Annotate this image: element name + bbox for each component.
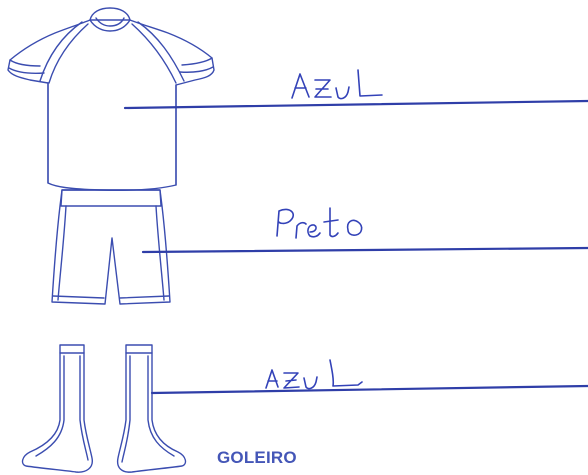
- shorts-color-line: [141, 246, 588, 254]
- socks-icon: [21, 344, 187, 473]
- socks-color-line: [150, 384, 588, 395]
- socks-color-handwriting: [265, 359, 363, 390]
- shirt-icon: [7, 7, 215, 191]
- shirt-color-line: [123, 99, 588, 110]
- shorts-icon: [51, 189, 171, 305]
- shorts-color-handwriting: [276, 207, 363, 239]
- page-title: GOLEIRO: [217, 448, 297, 467]
- shirt-color-handwriting: [291, 69, 383, 100]
